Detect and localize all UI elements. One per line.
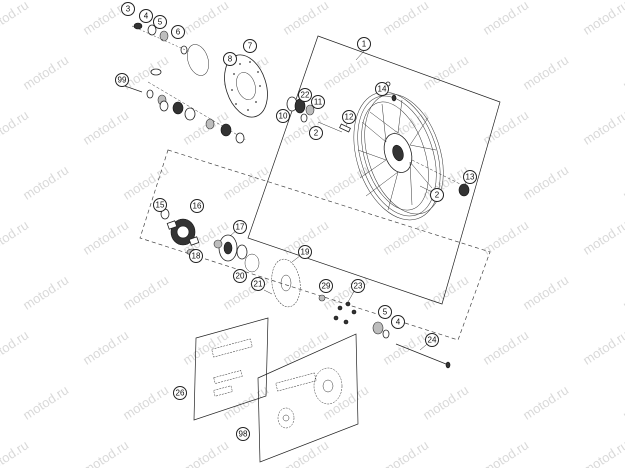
svg-text:98: 98 [239, 430, 248, 439]
callout-26: 26 [173, 386, 187, 400]
hub-assembly-frame [139, 149, 491, 341]
svg-text:6: 6 [176, 28, 181, 37]
callout-4: 4 [139, 9, 153, 23]
seal [244, 253, 260, 273]
callout-5: 5 [378, 305, 392, 319]
callout-18: 18 [189, 249, 203, 263]
svg-text:19: 19 [301, 248, 310, 257]
svg-text:7: 7 [248, 42, 253, 51]
callout-5: 5 [153, 15, 167, 29]
bolt [263, 289, 273, 295]
svg-text:14: 14 [378, 85, 387, 94]
svg-text:18: 18 [192, 252, 201, 261]
svg-text:2: 2 [314, 129, 319, 138]
svg-text:29: 29 [322, 282, 331, 291]
svg-text:16: 16 [193, 202, 202, 211]
callout-21: 21 [251, 277, 265, 291]
callout-22: 22 [298, 88, 312, 102]
chain-kit-frame [193, 317, 269, 421]
svg-text:5: 5 [383, 308, 388, 317]
svg-text:26: 26 [176, 389, 185, 398]
cush-drive [160, 208, 200, 256]
callout-24: 24 [425, 333, 439, 347]
callout-6: 6 [171, 25, 185, 39]
callout-3: 3 [121, 2, 135, 16]
brake-disc [224, 54, 268, 118]
sprocket-carrier [213, 234, 248, 262]
wheel-assembly-frame [247, 35, 501, 305]
callout-12: 12 [342, 110, 356, 124]
svg-text:3: 3 [126, 5, 131, 14]
callout-10: 10 [276, 109, 290, 123]
callout-11: 11 [311, 95, 325, 109]
svg-text:10: 10 [279, 112, 288, 121]
rear-sprocket [271, 258, 301, 308]
callout-17: 17 [233, 220, 247, 234]
callout-8: 8 [223, 52, 237, 66]
svg-text:20: 20 [236, 272, 245, 281]
nut-set [318, 294, 357, 325]
svg-text:13: 13 [466, 173, 475, 182]
svg-text:8: 8 [228, 55, 233, 64]
callout-14: 14 [375, 82, 389, 96]
svg-text:4: 4 [396, 318, 401, 327]
svg-text:22: 22 [301, 91, 310, 100]
axle-parts [121, 68, 247, 144]
svg-text:15: 15 [156, 201, 165, 210]
svg-text:23: 23 [354, 282, 363, 291]
svg-text:2: 2 [435, 191, 440, 200]
small-parts-top [131, 22, 191, 55]
callout-99: 99 [115, 73, 129, 87]
rear-wheel [353, 91, 469, 221]
svg-text:11: 11 [314, 98, 323, 107]
svg-text:99: 99 [118, 76, 127, 85]
callout-20: 20 [233, 269, 247, 283]
svg-text:24: 24 [428, 336, 437, 345]
callout-23: 23 [351, 279, 365, 293]
chain [211, 338, 253, 397]
svg-text:12: 12 [345, 113, 354, 122]
callout-7: 7 [243, 39, 257, 53]
svg-text:17: 17 [236, 223, 245, 232]
callout-1: 1 [357, 37, 371, 51]
callout-98: 98 [236, 427, 250, 441]
callout-2: 2 [309, 126, 323, 140]
svg-text:1: 1 [362, 40, 367, 49]
wheel-small-parts [286, 81, 470, 197]
callout-4: 4 [391, 315, 405, 329]
callout-29: 29 [319, 279, 333, 293]
sprocket-kit-frame [257, 333, 359, 463]
callout-13: 13 [463, 170, 477, 184]
callout-16: 16 [190, 199, 204, 213]
callout-2: 2 [430, 188, 444, 202]
callout-15: 15 [153, 198, 167, 212]
svg-text:4: 4 [144, 12, 149, 21]
svg-text:21: 21 [254, 280, 263, 289]
axle [372, 321, 451, 369]
callout-19: 19 [298, 245, 312, 259]
sprocket-kit [275, 367, 343, 429]
spacer-ring [187, 44, 209, 76]
svg-text:5: 5 [158, 18, 163, 27]
